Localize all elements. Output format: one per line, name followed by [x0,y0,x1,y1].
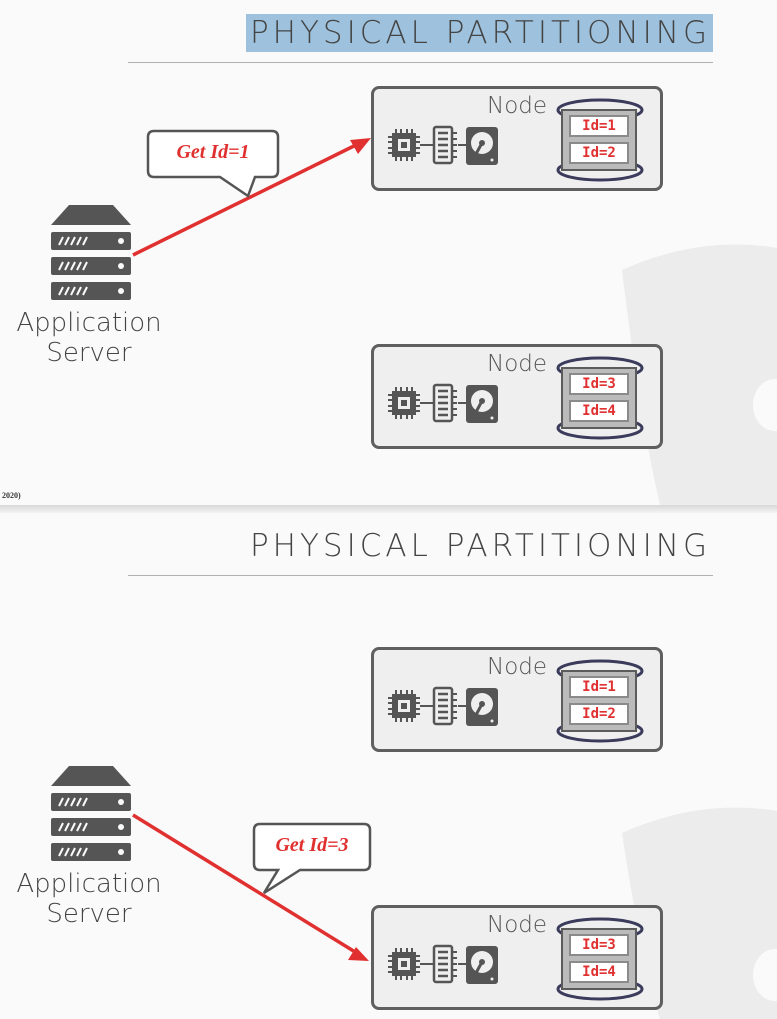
memory-module-icon [432,383,457,423]
server-rack-icon [51,766,131,861]
cpu-chip-icon [388,948,420,980]
request-arrow [132,813,372,961]
node-hardware [388,686,498,726]
request-callout: Get Id=3 [275,834,349,856]
memory-module-icon [432,125,457,165]
node-1: Node [371,86,663,191]
database-cylinder-icon: Id=1 Id=2 [554,96,646,184]
memory-module-icon [432,686,457,726]
node-label: Node [487,912,548,938]
server-label-line2: Server [46,899,132,929]
partition-rows: Id=3 Id=4 [561,367,637,429]
record-id: Id=1 [569,115,629,137]
hard-disk-icon [466,385,498,423]
slide-title: PHYSICAL PARTITIONING [128,14,713,52]
node-hardware [388,383,498,423]
node-2: Node [371,905,663,1010]
node-label: Node [487,654,548,680]
node-1: Node [371,647,663,752]
record-id: Id=2 [569,142,629,164]
title-divider [128,62,713,63]
database-cylinder-icon: Id=3 Id=4 [554,354,646,442]
node-label: Node [487,351,548,377]
node-hardware [388,125,498,165]
slide-1: PHYSICAL PARTITIONING Node [0,0,777,505]
record-id: Id=3 [569,934,629,956]
node-label: Node [487,93,548,119]
slide-divider [0,505,777,513]
slide-2: PHYSICAL PARTITIONING Node [0,513,777,1019]
server-rack-icon [51,205,131,300]
server-label-line2: Server [46,338,132,368]
server-label-line1: Application [16,869,162,899]
database-cylinder-icon: Id=3 Id=4 [554,915,646,1003]
request-callout: Get Id=1 [176,141,250,163]
record-id: Id=4 [569,400,629,422]
partition-rows: Id=1 Id=2 [561,670,637,732]
partition-rows: Id=1 Id=2 [561,109,637,171]
title-divider [128,575,713,576]
hard-disk-icon [466,688,498,726]
memory-module-icon [432,944,457,984]
database-cylinder-icon: Id=1 Id=2 [554,657,646,745]
hard-disk-icon [466,946,498,984]
record-id: Id=3 [569,373,629,395]
footer-citation: 2020) [2,491,21,500]
partition-rows: Id=3 Id=4 [561,928,637,990]
cpu-chip-icon [388,690,420,722]
node-2: Node [371,344,663,449]
slide-title: PHYSICAL PARTITIONING [249,528,711,564]
record-id: Id=2 [569,703,629,725]
record-id: Id=1 [569,676,629,698]
cpu-chip-icon [388,129,420,161]
node-hardware [388,944,498,984]
server-label-line1: Application [16,308,162,338]
hard-disk-icon [466,127,498,165]
record-id: Id=4 [569,961,629,983]
request-arrow [132,129,371,257]
cpu-chip-icon [388,387,420,419]
